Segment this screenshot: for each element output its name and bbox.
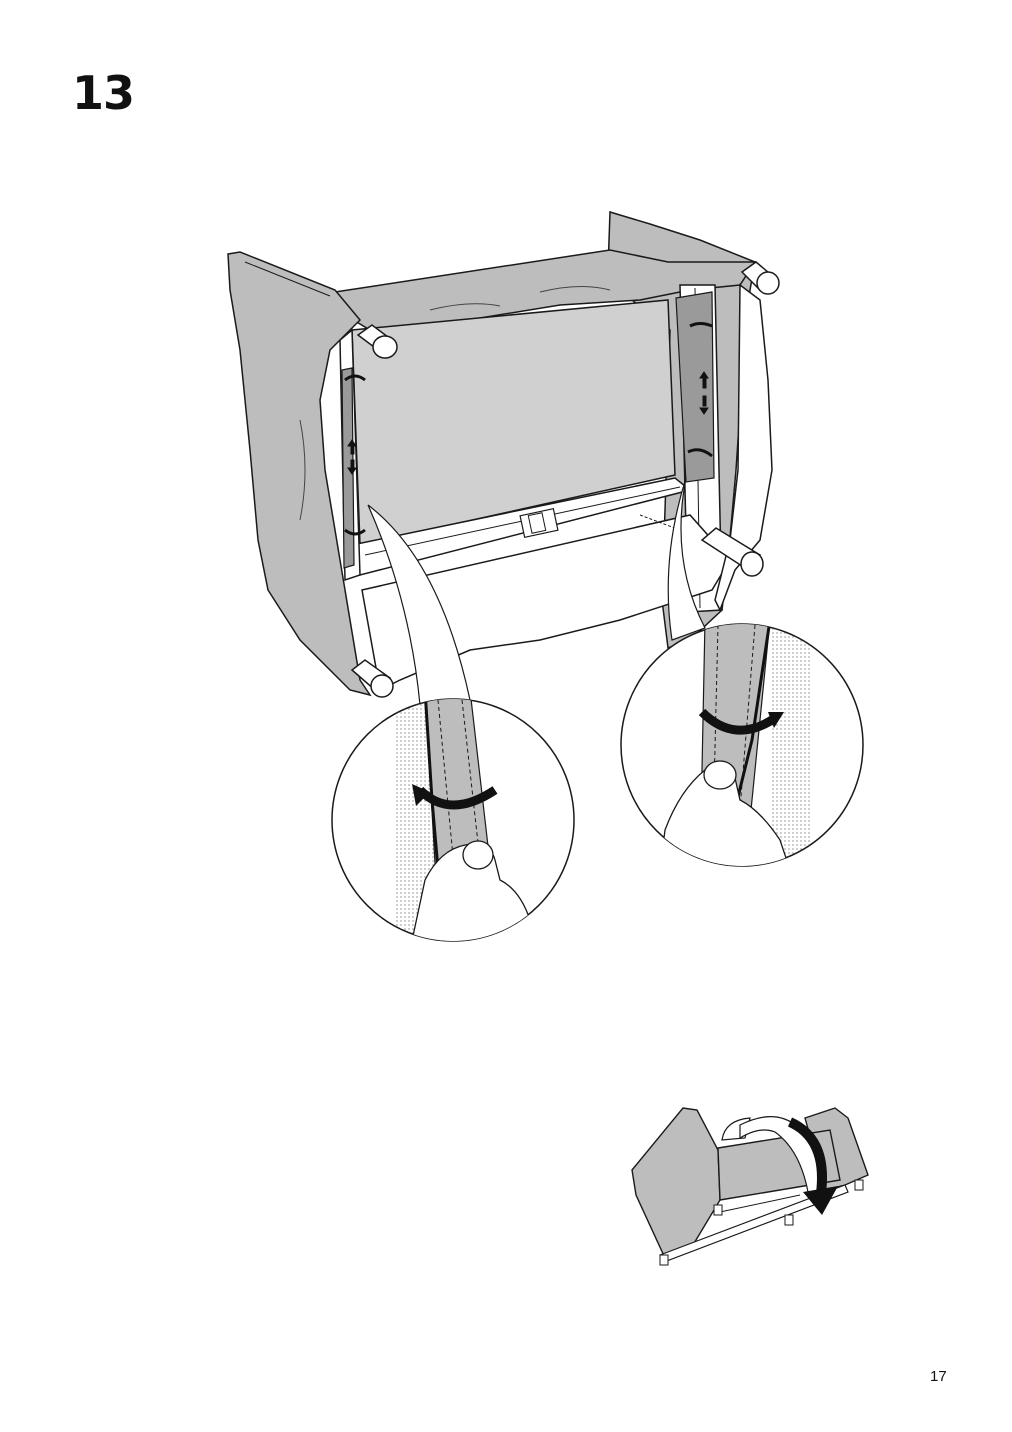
detail-circle-right <box>620 623 864 867</box>
step-number: 13 <box>72 66 135 120</box>
flip-arrow-icon <box>739 1116 823 1196</box>
right-flap <box>714 283 773 612</box>
detail-circle-left <box>331 698 575 942</box>
right-velcro-strip <box>675 291 715 483</box>
flip-chair-icon <box>631 1107 869 1266</box>
callout-pointer-right <box>667 477 706 641</box>
chair-upside-down <box>227 211 780 706</box>
left-side-panel <box>227 251 372 697</box>
page-number: 17 <box>930 1368 947 1385</box>
chair-legs <box>350 261 780 698</box>
velcro-arrows <box>344 322 713 536</box>
back-panel <box>351 299 676 546</box>
